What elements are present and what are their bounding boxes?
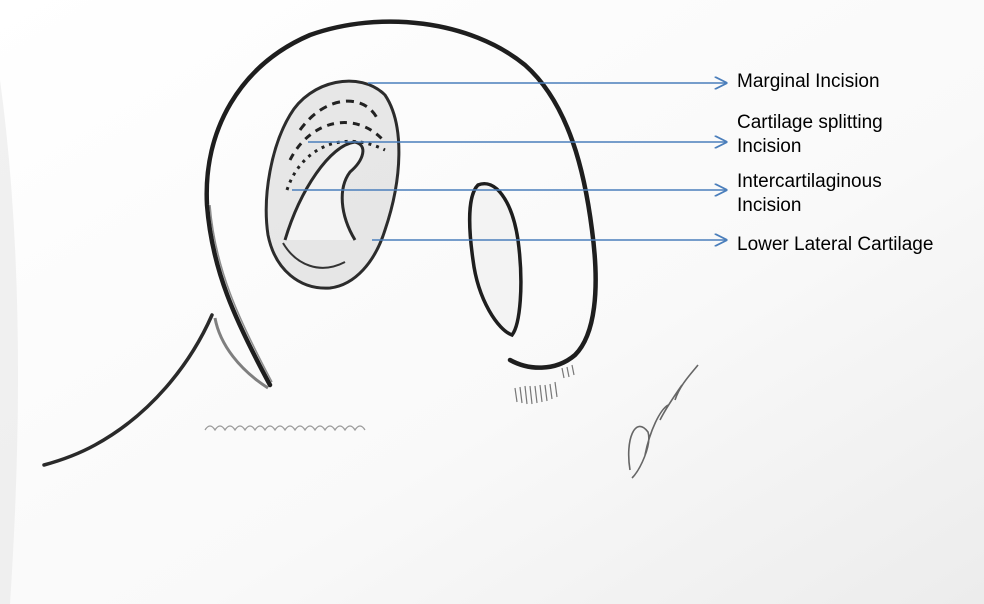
label-marginal-incision: Marginal Incision [737, 70, 880, 94]
label-intercartilaginous-line2: Incision [737, 194, 882, 218]
label-intercartilaginous-line1: Intercartilaginous [737, 170, 882, 194]
label-intercartilaginous: Intercartilaginous Incision [737, 170, 882, 218]
label-cartilage-splitting: Cartilage splitting Incision [737, 111, 883, 159]
label-cartilage-splitting-line2: Incision [737, 135, 883, 159]
label-lower-lateral-cartilage: Lower Lateral Cartilage [737, 233, 933, 257]
label-cartilage-splitting-line1: Cartilage splitting [737, 111, 883, 135]
